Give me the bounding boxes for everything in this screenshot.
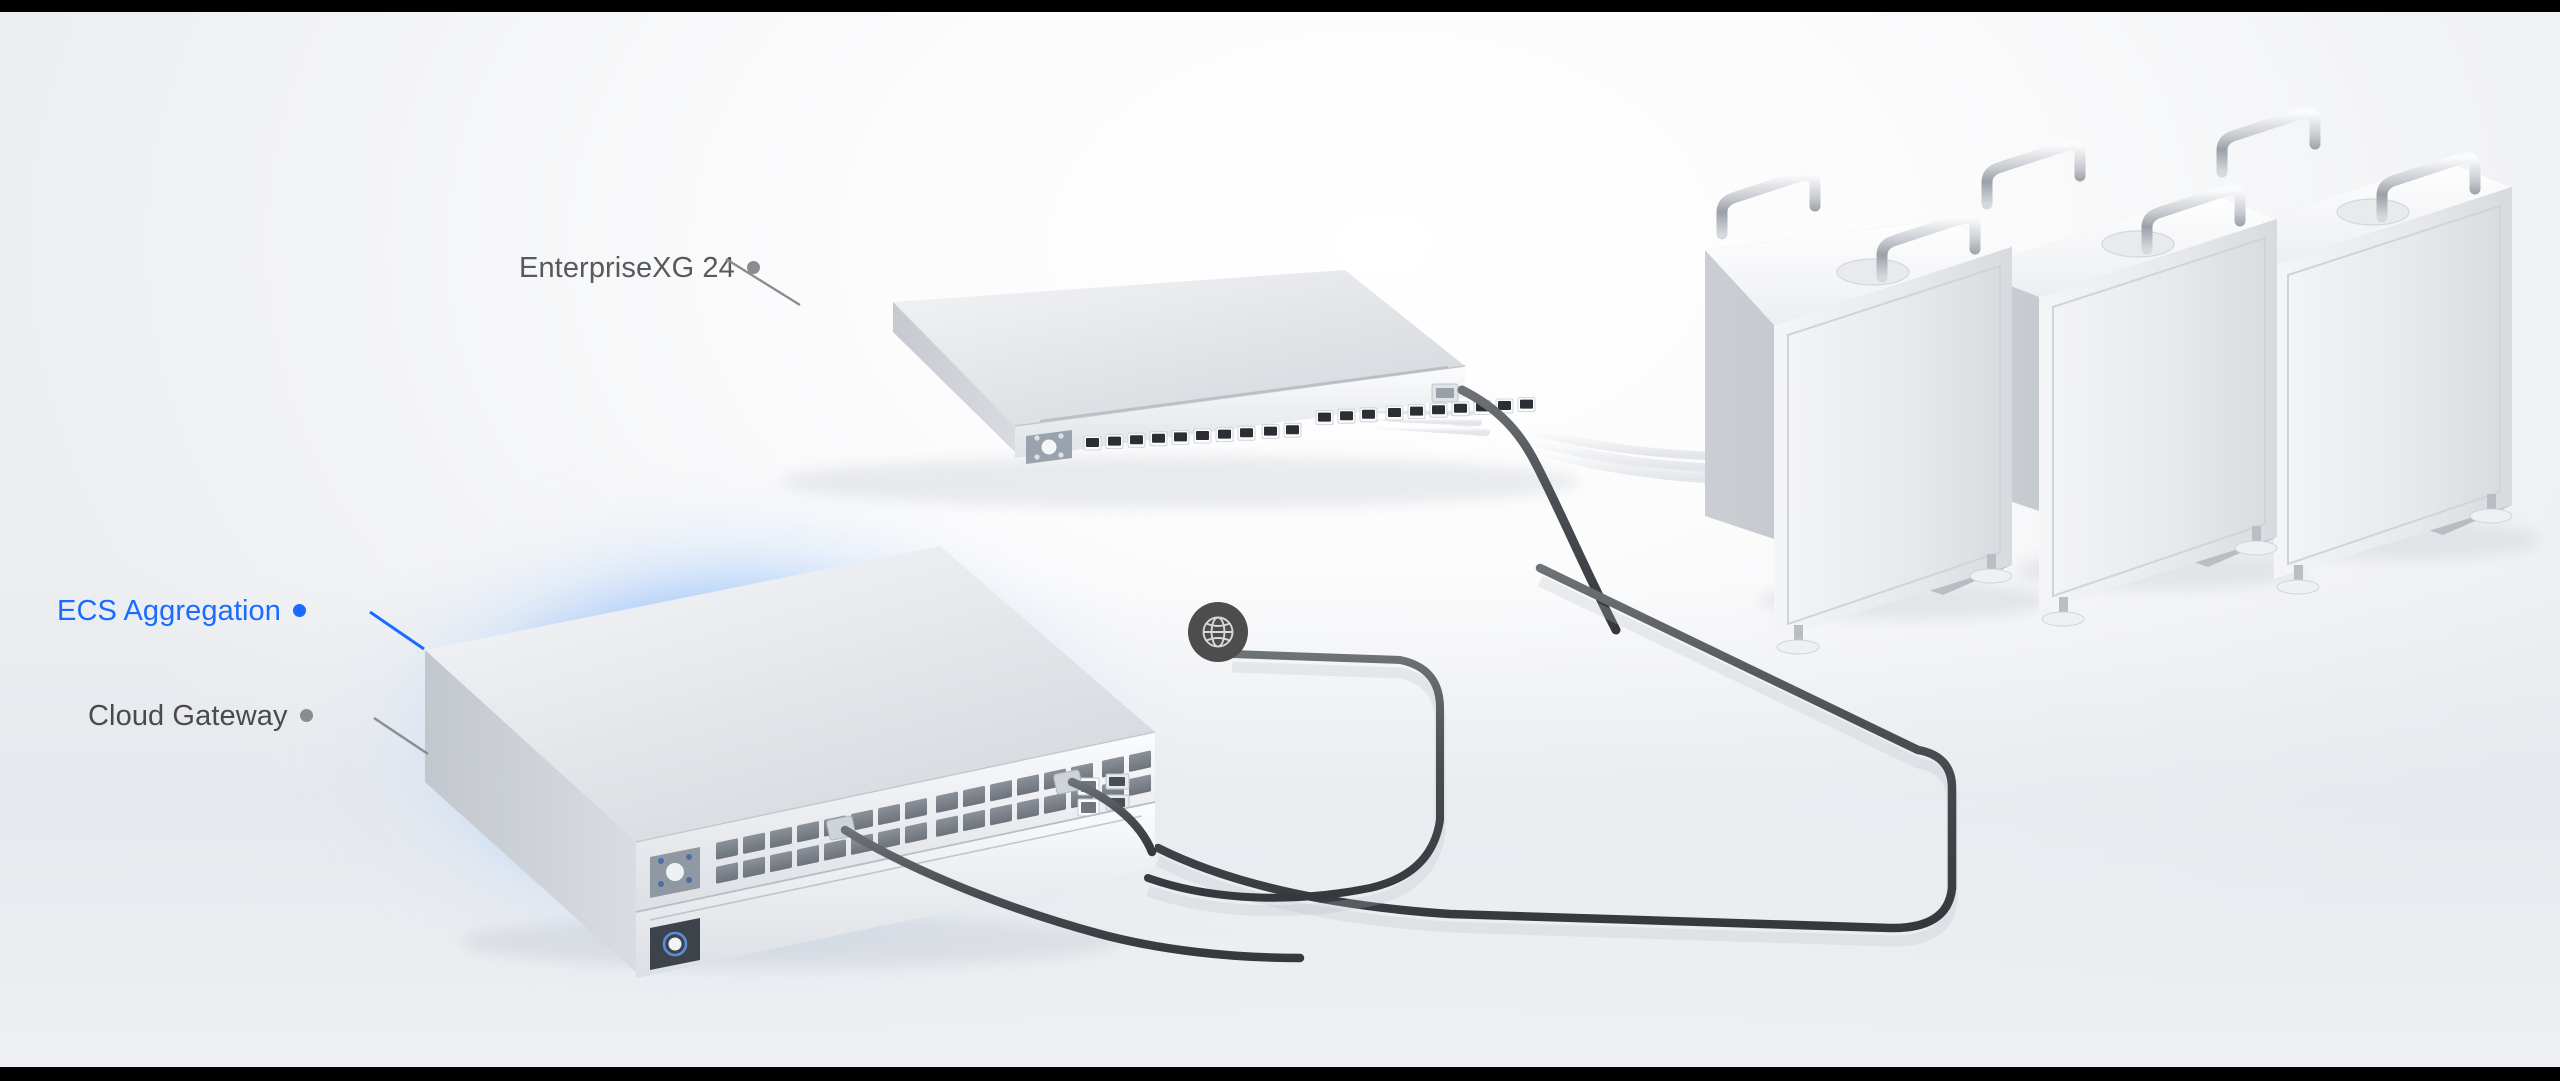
letterbox-bar-top (0, 0, 2560, 12)
switch-left-side (893, 302, 1015, 452)
server-handle-back (1716, 169, 1821, 240)
switch-sfp-port[interactable] (1431, 383, 1459, 403)
server-foot (2469, 494, 2513, 524)
switch-shadow (780, 456, 1580, 508)
server-handle-front (1876, 212, 1981, 283)
leader-line-cloud-gateway (373, 717, 429, 755)
switch-rj45-port-array[interactable] (1083, 397, 1536, 451)
server-handle-back (2216, 107, 2321, 178)
device-enterprise-xg-24[interactable] (0, 12, 2560, 1067)
leader-dot-enterprise-xg-24 (746, 261, 760, 275)
switch-display-panel[interactable] (1026, 430, 1072, 464)
server-handle-front (2376, 152, 2481, 223)
tower-server-1 (1705, 169, 2013, 655)
tower-server-3 (2205, 107, 2513, 595)
tower-server-2 (1970, 139, 2278, 627)
letterbox-bar-bottom (0, 1067, 2560, 1081)
server-handle-back (1981, 139, 2086, 210)
leader-line-enterprise-xg-24 (725, 257, 801, 307)
switch-top-face (893, 270, 1465, 426)
server-handle-front (2141, 184, 2246, 255)
leader-line-layer (369, 257, 801, 755)
server-foot (2234, 526, 2278, 556)
switch-front-face (1015, 366, 1465, 458)
leader-line-ecs-aggregation (369, 610, 425, 651)
scene-backdrop: EnterpriseXG 24 ECS Aggregation Cloud Ga… (0, 12, 2560, 1067)
switch-vent-slot (1039, 365, 1449, 423)
label-text-enterprise-xg-24: EnterpriseXG 24 (519, 252, 735, 284)
label-enterprise-xg-24[interactable]: EnterpriseXG 24 (519, 252, 760, 285)
